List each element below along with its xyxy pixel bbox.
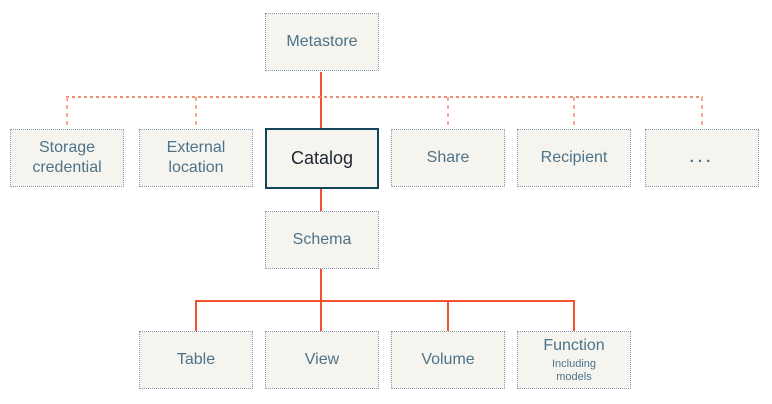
connector-dashed-storage-credential (66, 97, 68, 129)
node-external-location: External location (139, 129, 253, 187)
node-function-sublabel: Including models (551, 357, 597, 383)
node-catalog: Catalog (265, 128, 379, 189)
connector-catalog-schema (320, 189, 322, 211)
node-external-location-label: External location (166, 138, 226, 176)
node-share-label: Share (426, 148, 470, 166)
node-view: View (265, 331, 379, 389)
node-ellipsis: ... (645, 129, 759, 187)
node-ellipsis-label: ... (689, 149, 715, 167)
node-metastore: Metastore (265, 13, 379, 71)
node-storage-credential-label: Storage credential (32, 138, 102, 176)
node-table: Table (139, 331, 253, 389)
node-function: Function Including models (517, 331, 631, 389)
node-function-label: Function (543, 337, 605, 355)
node-volume: Volume (391, 331, 505, 389)
connector-schema-down (320, 269, 322, 302)
connector-metastore-catalog (320, 72, 322, 129)
connector-dashed-ellipsis (701, 97, 703, 129)
connector-dashed-recipient (573, 97, 575, 129)
node-storage-credential: Storage credential (10, 129, 124, 187)
connector-dashed-share (447, 97, 449, 129)
node-metastore-label: Metastore (286, 32, 358, 50)
node-volume-label: Volume (421, 350, 475, 368)
node-view-label: View (304, 350, 340, 368)
connector-solid-horizontal (195, 300, 575, 302)
connector-drop-table (195, 300, 197, 331)
node-recipient: Recipient (517, 129, 631, 187)
connector-dashed-external-location (195, 97, 197, 129)
connector-dashed-horizontal (66, 96, 703, 98)
node-schema: Schema (265, 211, 379, 269)
node-schema-label: Schema (292, 230, 352, 248)
connector-drop-function (573, 300, 575, 331)
connector-drop-view (320, 300, 322, 331)
node-table-label: Table (176, 350, 216, 368)
connector-drop-volume (447, 300, 449, 331)
node-catalog-label: Catalog (290, 147, 354, 168)
node-share: Share (391, 129, 505, 187)
node-recipient-label: Recipient (540, 148, 608, 166)
